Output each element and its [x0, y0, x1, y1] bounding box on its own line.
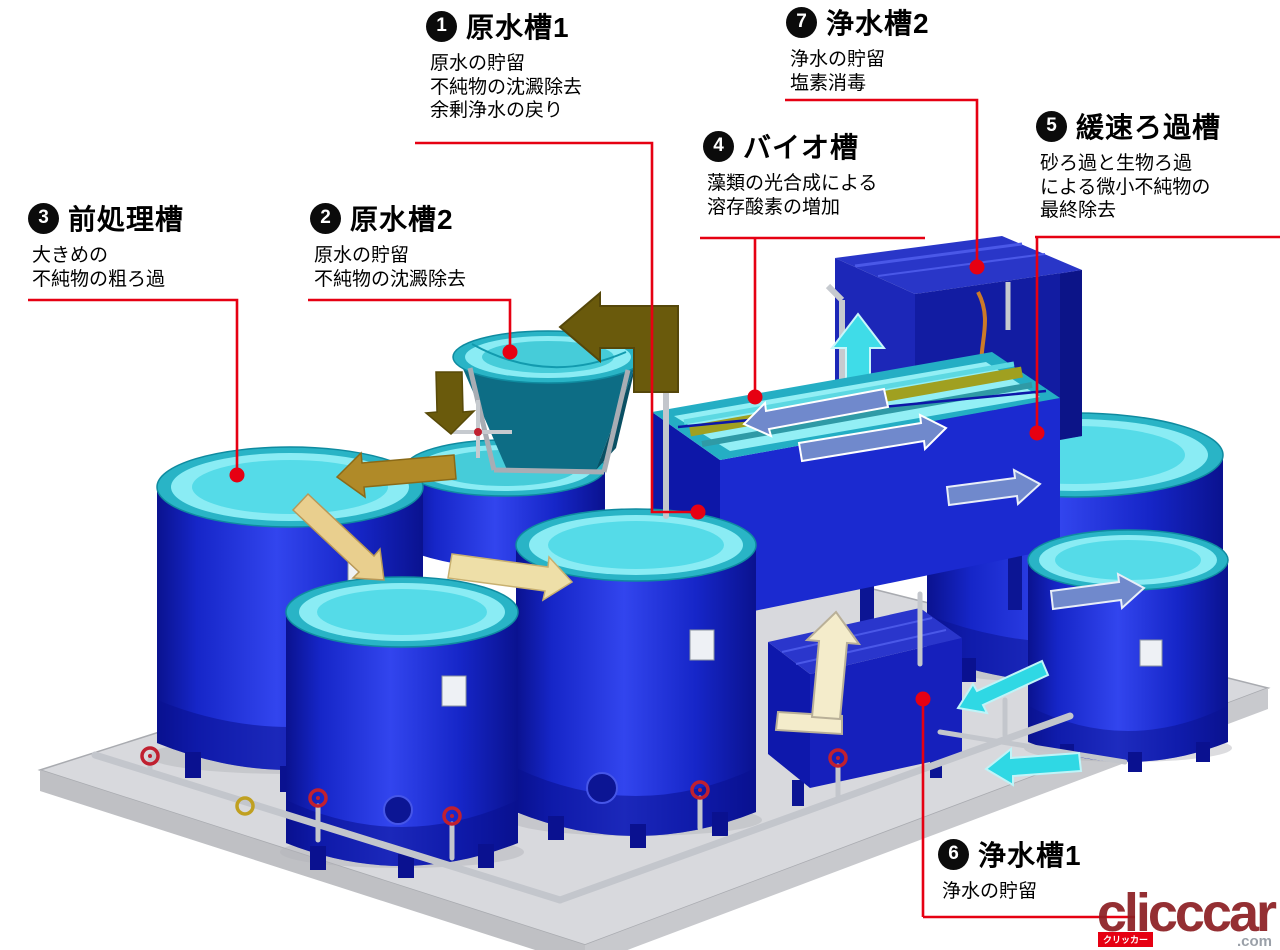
clean-tank-1-desc: 浄水の貯留 [942, 881, 1038, 902]
sensor-box [689, 629, 715, 661]
raw-tank-1-title: 原水槽1 [466, 12, 570, 43]
sensor-box [441, 675, 467, 707]
number-badge-5: 5 [1036, 110, 1067, 142]
label-raw-tank-2: 2 原水槽2 原水の貯留 不純物の沈澱除去 [310, 198, 466, 291]
flow-arrow-left-gold [335, 451, 457, 499]
bio-channel [652, 352, 1060, 680]
bio-tank-title: バイオ槽 [743, 132, 860, 163]
slow-filter-tank-desc: 砂ろ過と生物ろ過 による微小不純物の 最終除去 [1040, 153, 1211, 222]
flow-arrow-channel-right [797, 413, 948, 463]
raw-tank-1-desc: 原水の貯留 不純物の沈澱除去 余剰浄水の戻り [430, 53, 583, 122]
leader-dot-4 [747, 389, 763, 405]
leader-lines [28, 98, 1280, 919]
number-badge-7: 7 [786, 6, 817, 38]
flow-arrow-right-1 [945, 468, 1042, 507]
flow-arrow-cyan-1 [956, 659, 1050, 715]
leader-dot-6 [915, 691, 931, 707]
clean-tank-2-title: 浄水槽2 [826, 8, 930, 39]
flow-arrows [291, 290, 1083, 787]
flow-arrow-right-pale [447, 553, 574, 602]
clean-tank-1-title: 浄水槽1 [978, 840, 1082, 871]
raw-tank-2-desc: 原水の貯留 不純物の沈澱除去 [314, 245, 467, 290]
funnel-stand [467, 367, 631, 475]
pretreatment-tank-desc: 大きめの 不純物の粗ろ過 [32, 245, 166, 290]
label-slow-filter-tank: 5 緩速ろ過槽 砂ろ過と生物ろ過 による微小不純物の 最終除去 [1036, 106, 1221, 223]
leader-dot-5 [1029, 425, 1045, 441]
label-bio-tank: 4 バイオ槽 藻類の光合成による 溶存酸素の増加 [703, 126, 877, 219]
label-pretreatment-tank: 3 前処理槽 大きめの 不純物の粗ろ過 [28, 198, 184, 291]
watermark-brand: clicccar [1096, 883, 1277, 943]
flow-arrow-up-cream [804, 610, 862, 721]
flow-arrow-down-brown [424, 371, 476, 436]
label-raw-tank-1: 1 原水槽1 原水の貯留 不純物の沈澱除去 余剰浄水の戻り [426, 6, 582, 123]
tank-center-front [515, 508, 757, 848]
leader-dot-1 [690, 504, 706, 520]
flow-arrow-bent-brown [558, 290, 679, 393]
valves [140, 746, 848, 826]
flow-arrow-right-2 [1049, 572, 1146, 611]
tank-right-front [1027, 529, 1229, 772]
flow-arrow-diagonal-tan [291, 492, 385, 581]
tank-emblem [586, 772, 618, 804]
watermark-tld: .com [1236, 933, 1272, 950]
label-clean-tank-1: 6 浄水槽1 浄水の貯留 [938, 834, 1082, 904]
sensor-box [1139, 639, 1163, 667]
number-badge-3: 3 [28, 202, 59, 234]
flow-arrow-cyan-2 [984, 746, 1083, 787]
slow-filter-tank-title: 緩速ろ過槽 [1076, 112, 1222, 143]
flow-arrow-channel-left [742, 387, 890, 438]
tank-left-front [285, 576, 519, 878]
label-clean-tank-2: 7 浄水槽2 浄水の貯留 塩素消毒 [786, 2, 930, 95]
leader-dot-2 [502, 344, 518, 360]
number-badge-4: 4 [703, 130, 734, 162]
number-badge-2: 2 [310, 202, 341, 234]
watermark: clicccar .com クリッカー [1094, 883, 1277, 950]
raw-tank-2-title: 原水槽2 [350, 204, 454, 235]
watermark-jp-badge: クリッカー [1098, 932, 1154, 947]
number-badge-6: 6 [938, 838, 969, 870]
leader-dot-7 [969, 259, 985, 275]
number-badge-1: 1 [426, 10, 457, 42]
ground-piping [91, 369, 1128, 904]
pretreatment-tank-title: 前処理槽 [68, 204, 185, 235]
clean-tank-2-desc: 浄水の貯留 塩素消毒 [790, 49, 886, 94]
tank-emblem [383, 795, 413, 825]
bio-tank-desc: 藻類の光合成による 溶存酸素の増加 [707, 173, 878, 218]
leader-dot-3 [229, 467, 245, 483]
